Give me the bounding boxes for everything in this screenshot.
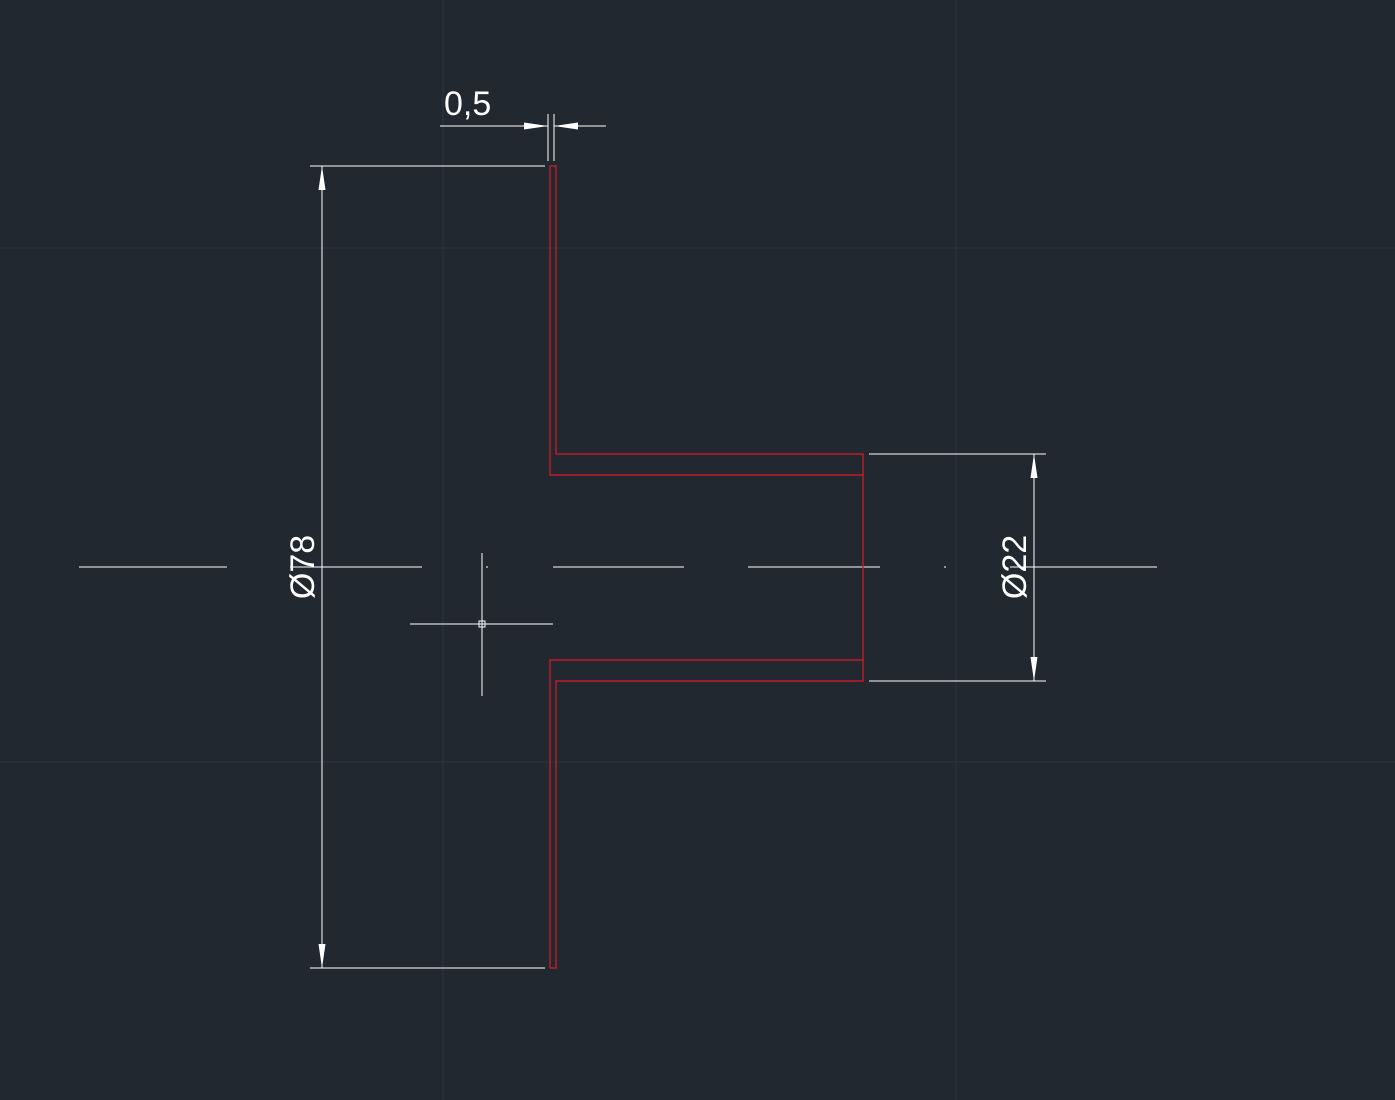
dimension-inner-diameter[interactable]: Ø22 [869, 453, 1046, 682]
outer-profile-bottom[interactable] [549, 659, 864, 969]
dimension-thickness-label: 0,5 [444, 85, 491, 123]
crosshair-cursor-icon [410, 553, 553, 696]
dimension-outer-diameter[interactable]: Ø78 [284, 165, 545, 969]
dimension-outer-diameter-label: Ø78 [284, 535, 322, 599]
dimension-inner-diameter-label: Ø22 [996, 535, 1034, 599]
dimension-thickness[interactable]: 0,5 [440, 85, 606, 161]
outer-profile-top[interactable] [549, 165, 864, 476]
part-geometry[interactable] [549, 165, 864, 969]
